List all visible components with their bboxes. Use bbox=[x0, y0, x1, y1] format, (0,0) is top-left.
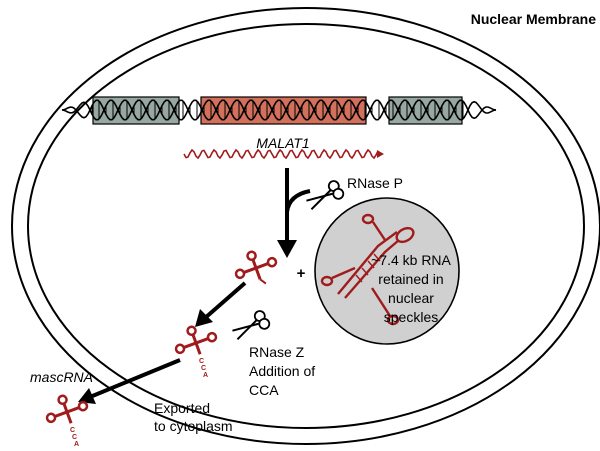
retained-line-1: ~7.4 kb RNA bbox=[371, 252, 451, 268]
retained-line-3: nuclear bbox=[388, 290, 434, 306]
exported-line-2: to cytoplasm bbox=[154, 418, 233, 434]
retained-line-4: speckles bbox=[384, 309, 438, 325]
trna-cloverleaf-icon bbox=[234, 250, 278, 285]
mascrna-cca-c2: C bbox=[72, 434, 77, 441]
dna-helix-icon bbox=[61, 99, 497, 121]
plus-sign: + bbox=[297, 265, 306, 282]
retained-lncrna-icon bbox=[320, 213, 415, 326]
rnase-z-line-2: Addition of bbox=[249, 363, 315, 379]
transcript-arrowhead bbox=[377, 150, 384, 158]
export-arrow bbox=[78, 358, 181, 404]
trna-cca-icon bbox=[174, 325, 218, 355]
processing-arrow-2 bbox=[195, 281, 247, 327]
cca-a: A bbox=[203, 372, 208, 379]
scissors-icon-2 bbox=[232, 310, 271, 341]
mascrna-cca-a: A bbox=[74, 441, 79, 448]
cca-c1: C bbox=[199, 358, 204, 365]
rnase-p-label: RNase P bbox=[347, 175, 403, 191]
membrane-label: Nuclear Membrane bbox=[471, 11, 596, 27]
cca-c2: C bbox=[201, 365, 206, 372]
rnase-z-line-3: CCA bbox=[249, 382, 279, 398]
exported-line-1: Exported bbox=[154, 400, 210, 416]
mascrna-label: mascRNA bbox=[30, 369, 93, 385]
rnase-z-line-1: RNase Z bbox=[249, 344, 305, 360]
malat1-label: MALAT1 bbox=[256, 135, 309, 151]
mascrna-cca-c1: C bbox=[70, 427, 75, 434]
mascrna-icon bbox=[45, 394, 89, 424]
malat1-gene-box bbox=[200, 96, 367, 125]
nuclear-speckle: ~7.4 kb RNA retained in nuclear speckles bbox=[314, 197, 460, 345]
retained-line-2: retained in bbox=[378, 271, 443, 287]
nuclear-membrane bbox=[11, 7, 600, 445]
nascent-transcript bbox=[183, 148, 384, 160]
scissors-icon bbox=[306, 180, 345, 211]
processing-arrow-1 bbox=[277, 168, 311, 258]
